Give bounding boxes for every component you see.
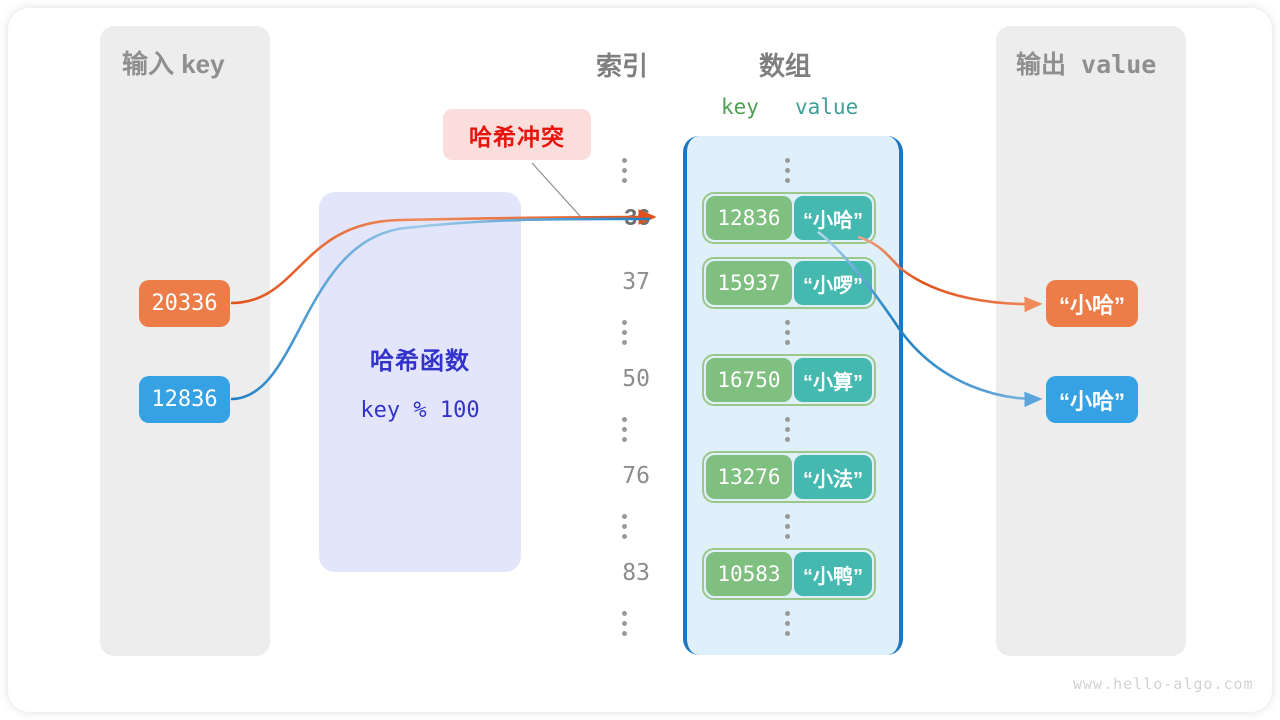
hash-collision-badge-text: 哈希冲突 bbox=[469, 123, 565, 150]
array-entry-36-value: “小哈” bbox=[793, 196, 872, 240]
array-header-text: 数组 bbox=[759, 51, 812, 81]
index-column-header: 索引 bbox=[596, 46, 648, 83]
array-entry-76: 13276 “小法” bbox=[702, 451, 876, 503]
output-value-title-text: 输出 value bbox=[1016, 50, 1157, 79]
key-column-header: key bbox=[721, 95, 759, 119]
array-ellipsis-4 bbox=[785, 611, 791, 636]
array-column-header: 数组 bbox=[759, 46, 811, 83]
hash-collision-badge: 哈希冲突 bbox=[443, 109, 591, 160]
array-entry-37: 15937 “小啰” bbox=[702, 257, 876, 309]
input-key-title-text: 输入 key bbox=[122, 49, 225, 79]
value-column-header: value bbox=[795, 95, 858, 119]
array-entry-36-key-text: 12836 bbox=[717, 206, 781, 230]
output-value-chip-orange-label: “小哈” bbox=[1058, 292, 1125, 318]
array-entry-37-value: “小啰” bbox=[793, 261, 872, 305]
array-entry-50-value-text: “小算” bbox=[802, 371, 863, 394]
input-key-chip-12836-label: 12836 bbox=[151, 387, 218, 412]
index-label-76: 76 bbox=[596, 463, 650, 489]
array-entry-50: 16750 “小算” bbox=[702, 354, 876, 406]
index-label-76-text: 76 bbox=[622, 463, 650, 489]
input-key-chip-20336-label: 20336 bbox=[151, 291, 218, 316]
index-label-83: 83 bbox=[596, 560, 650, 586]
array-entry-83-key: 10583 bbox=[706, 552, 792, 596]
array-entry-83-key-text: 10583 bbox=[717, 562, 781, 586]
hash-function-formula: key % 100 bbox=[360, 398, 480, 423]
output-value-chip-orange: “小哈” bbox=[1046, 280, 1138, 327]
array-entry-83-value: “小鸭” bbox=[793, 552, 872, 596]
hash-function-box: 哈希函数 key % 100 bbox=[319, 192, 521, 572]
index-ellipsis-3 bbox=[622, 514, 628, 539]
array-entry-37-value-text: “小啰” bbox=[802, 274, 863, 297]
array-entry-83-value-text: “小鸭” bbox=[802, 565, 863, 588]
index-ellipsis-1 bbox=[622, 320, 628, 345]
array-entry-37-key-text: 15937 bbox=[717, 271, 781, 295]
index-ellipsis-2 bbox=[622, 417, 628, 442]
index-label-37-text: 37 bbox=[622, 269, 650, 295]
index-label-50: 50 bbox=[596, 366, 650, 392]
output-value-chip-blue-label: “小哈” bbox=[1058, 388, 1125, 414]
input-key-panel bbox=[100, 26, 270, 656]
array-entry-36-value-text: “小哈” bbox=[802, 209, 863, 232]
array-entry-76-value: “小法” bbox=[793, 455, 872, 499]
output-value-chip-blue: “小哈” bbox=[1046, 376, 1138, 423]
array-entry-76-key-text: 13276 bbox=[717, 465, 781, 489]
input-key-chip-12836: 12836 bbox=[139, 376, 230, 423]
output-value-panel-title: 输出 value bbox=[1016, 45, 1156, 81]
input-key-panel-title: 输入 key bbox=[122, 44, 225, 81]
array-ellipsis-2 bbox=[785, 417, 791, 442]
index-ellipsis-4 bbox=[622, 611, 628, 636]
array-entry-37-key: 15937 bbox=[706, 261, 792, 305]
array-ellipsis-1 bbox=[785, 320, 791, 345]
array-entry-36-key: 12836 bbox=[706, 196, 792, 240]
index-ellipsis-0 bbox=[622, 158, 628, 183]
array-ellipsis-3 bbox=[785, 514, 791, 539]
array-entry-50-key: 16750 bbox=[706, 358, 792, 402]
index-label-36: 36 bbox=[596, 204, 650, 231]
input-key-chip-20336: 20336 bbox=[139, 280, 230, 327]
array-entry-76-key: 13276 bbox=[706, 455, 792, 499]
key-header-text: key bbox=[721, 95, 759, 119]
site-watermark-text: www.hello-algo.com bbox=[1073, 675, 1254, 693]
index-label-36-text: 36 bbox=[624, 204, 650, 230]
hash-function-title: 哈希函数 bbox=[370, 348, 470, 375]
output-value-panel bbox=[996, 26, 1186, 656]
array-entry-36: 12836 “小哈” bbox=[702, 192, 876, 244]
array-entry-76-value-text: “小法” bbox=[802, 468, 863, 491]
array-entry-83: 10583 “小鸭” bbox=[702, 548, 876, 600]
array-ellipsis-0 bbox=[785, 158, 791, 183]
array-entry-50-value: “小算” bbox=[793, 358, 872, 402]
index-header-text: 索引 bbox=[596, 51, 649, 81]
index-label-83-text: 83 bbox=[622, 560, 650, 586]
array-entry-50-key-text: 16750 bbox=[717, 368, 781, 392]
index-label-50-text: 50 bbox=[622, 366, 650, 392]
site-watermark: www.hello-algo.com bbox=[1073, 675, 1254, 693]
index-label-37: 37 bbox=[596, 269, 650, 295]
value-header-text: value bbox=[795, 95, 859, 119]
